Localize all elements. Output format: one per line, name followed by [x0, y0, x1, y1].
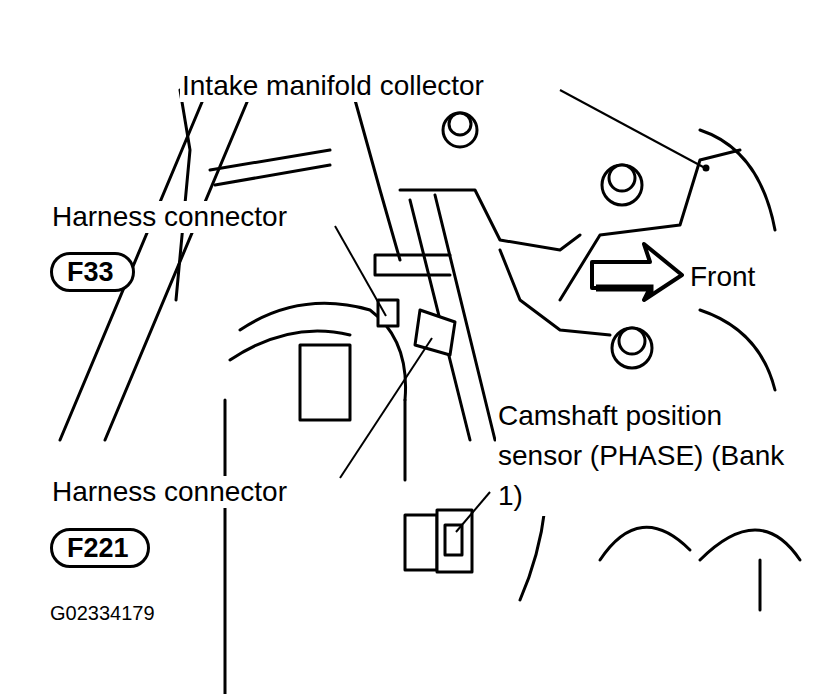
bolt	[602, 165, 642, 205]
bracket-line	[176, 90, 190, 300]
bolt	[612, 328, 652, 368]
hose-clamp	[300, 345, 350, 420]
engine-edge	[759, 560, 762, 610]
engine-linework	[60, 90, 800, 694]
part-label: Harness connector	[50, 476, 289, 508]
sensor-detail	[445, 525, 462, 555]
harness-connector-f221	[415, 310, 455, 355]
part-label: Intake manifold collector	[180, 70, 486, 102]
connector-id-badge: F221	[50, 528, 150, 568]
manifold-edge	[355, 100, 400, 260]
manifold-edge	[700, 310, 775, 390]
part-label: Harness connector	[50, 201, 289, 233]
leader-line	[340, 338, 432, 478]
figure-id: G02334179	[48, 597, 157, 629]
pipe-stub	[375, 255, 450, 275]
sensor-body	[405, 515, 437, 570]
pulley-arc	[700, 530, 800, 560]
pulley-arc	[600, 527, 690, 560]
hose-outline	[224, 400, 227, 694]
leader-line	[560, 90, 705, 168]
bracket-rod	[410, 200, 470, 440]
leader-line	[456, 492, 490, 532]
front-arrow	[592, 244, 682, 300]
hose-outline	[404, 400, 407, 480]
manifold-edge	[400, 190, 580, 250]
manifold-edge	[700, 130, 775, 230]
arrow-shadow	[596, 288, 650, 296]
part-label: Camshaft position sensor (PHASE) (Bank 1…	[496, 396, 790, 516]
connector-id-badge: F33	[50, 252, 135, 292]
bolt-head	[449, 113, 471, 135]
bolt-head	[609, 165, 635, 191]
leader-line	[335, 226, 386, 316]
bolts	[443, 113, 652, 368]
harness-connector-f33	[378, 300, 398, 326]
leader-dot	[704, 166, 709, 171]
direction-label: Front	[688, 261, 757, 293]
connector-id: F221	[67, 532, 133, 564]
connector-id: F33	[67, 256, 118, 288]
bolt	[443, 113, 477, 147]
bolt-head	[619, 328, 645, 354]
pipe-line	[215, 165, 330, 185]
